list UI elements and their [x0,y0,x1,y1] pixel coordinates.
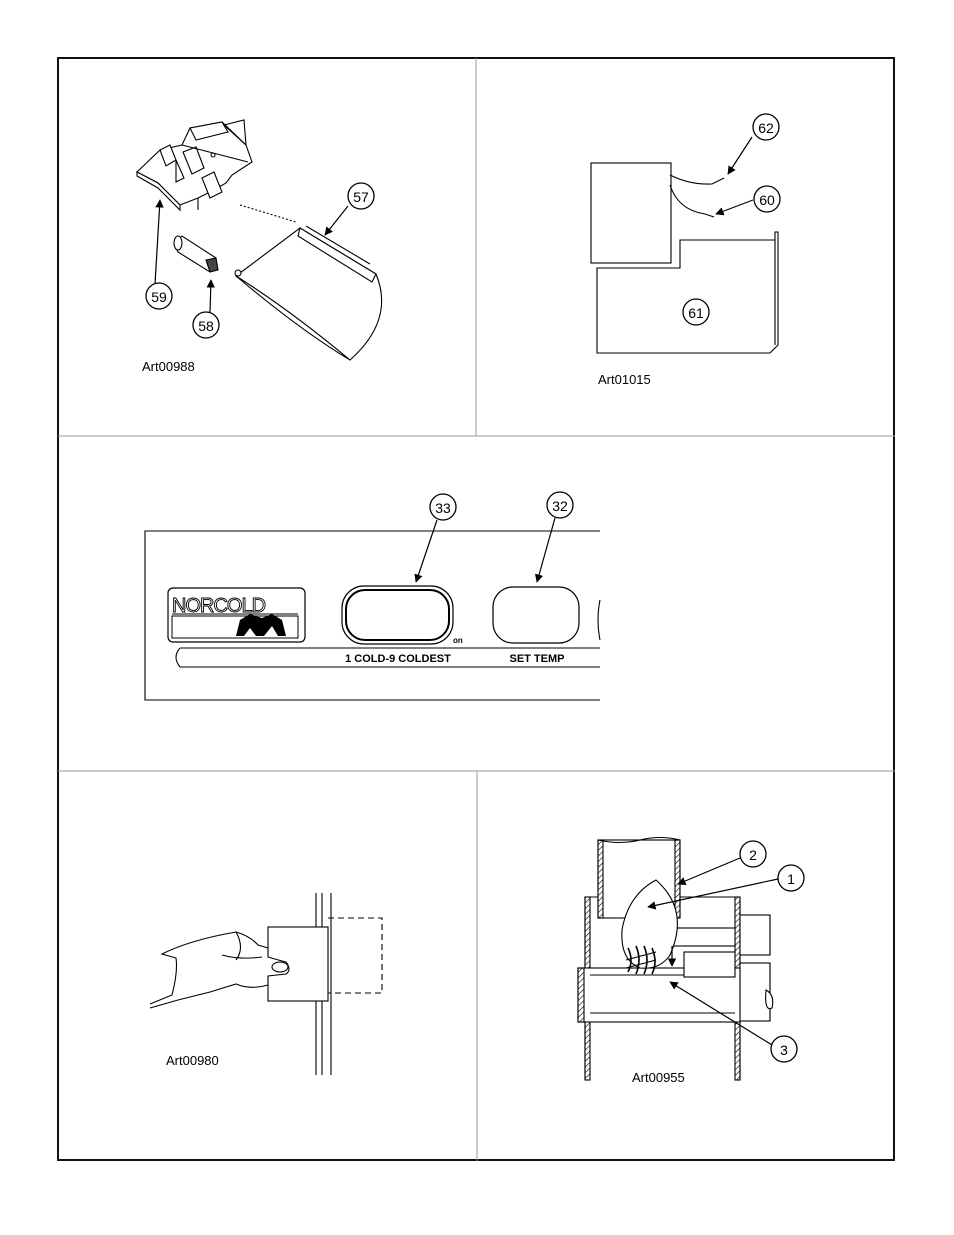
panel-bottom-right: 2 1 3 Art00955 [577,836,805,1085]
panel-top-left: 57 58 59 Art00988 [136,119,383,374]
callout-1: 1 [777,864,805,892]
button-label-cold: 1 COLD-9 COLDEST [345,653,451,665]
svg-text:33: 33 [435,500,451,516]
burner-assembly-drawing [577,836,774,1081]
svg-text:2: 2 [749,847,757,863]
panel-bottom-left: Art00980 [149,893,383,1075]
svg-text:3: 3 [780,1042,788,1058]
svg-text:NORCOLD: NORCOLD [172,595,266,617]
next-button-edge [597,599,601,641]
svg-text:57: 57 [353,189,369,205]
art-label-top-right: Art01015 [598,372,651,387]
callout-3: 3 [770,1035,798,1063]
set-temp-button[interactable] [492,586,580,644]
lamp-bulb-drawing [173,235,219,273]
svg-text:1: 1 [787,871,795,887]
callout-59: 59 [145,282,173,310]
control-panel-drawing [144,530,600,701]
callout-32: 32 [546,491,574,519]
panel-top-right: 62 60 61 Art01015 [590,113,781,387]
control-module-drawing [590,162,779,354]
svg-text:62: 62 [758,120,774,136]
button-label-set-temp: SET TEMP [509,653,564,665]
norcold-logo: NORCOLD [167,587,306,643]
lens-cover-drawing [234,204,383,361]
door-frame-drawing [267,893,383,1075]
callout-62: 62 [752,113,780,141]
callout-58: 58 [192,311,220,339]
svg-text:58: 58 [198,318,214,334]
temp-button[interactable] [341,585,454,645]
art-label-bottom-right: Art00955 [632,1070,685,1085]
art-label-bottom-left: Art00980 [166,1053,219,1068]
callout-2: 2 [739,840,767,868]
bracket-assembly-drawing [136,119,253,212]
svg-text:60: 60 [759,192,775,208]
panel-dividers [58,58,895,1161]
hand-drawing [149,931,290,1009]
svg-text:59: 59 [151,289,167,305]
panel-middle: NORCOLD on 1 COLD-9 COLDEST SET TEMP 33 … [144,491,601,701]
callout-60: 60 [753,185,781,213]
svg-text:61: 61 [688,305,704,321]
art-label-top-left: Art00988 [142,359,195,374]
on-label: on [453,636,463,645]
svg-text:32: 32 [552,498,568,514]
callout-33: 33 [429,493,457,521]
callout-57: 57 [347,182,375,210]
callout-61: 61 [682,298,710,326]
